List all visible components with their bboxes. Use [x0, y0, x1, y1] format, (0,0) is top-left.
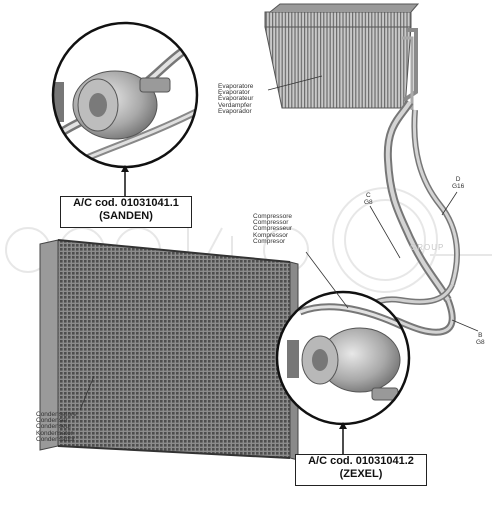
pipe-tag-b: B G8 [476, 332, 485, 346]
zexel-callout [275, 290, 411, 454]
pipe-tag-c: C G8 [364, 192, 373, 206]
refrigerant-pipes [355, 99, 460, 336]
watermark-sub: GROUP [410, 243, 445, 252]
evaporator-leader [267, 75, 323, 91]
sanden-code: A/C cod. 01031041.1 [73, 197, 179, 209]
sanden-callout [51, 21, 199, 196]
compressor-label: Compressore Compressor Compresseur Kompr… [253, 213, 293, 245]
pipe-tag-d: D G16 [452, 176, 465, 190]
pipe-d-leader [441, 191, 458, 216]
zexel-code: A/C cod. 01031041.2 [308, 455, 414, 467]
condenser-label: Condensatore Condenser Condenseur Konden… [36, 411, 77, 443]
sanden-brand: (SANDEN) [99, 210, 153, 222]
pipe-b-leader [451, 319, 479, 332]
evaporator [264, 3, 420, 110]
evaporator-label: Evaporatore Evaporator Évaporateur Verda… [218, 83, 254, 115]
leader-lines [79, 75, 479, 411]
zexel-brand: (ZEXEL) [339, 468, 383, 480]
pipe-c-leader [369, 205, 401, 259]
condenser [39, 239, 299, 461]
condenser-leader [79, 375, 95, 411]
zexel-code-box: A/C cod. 01031041.2 (ZEXEL) [295, 454, 427, 486]
compressor-leader [305, 251, 349, 309]
sanden-code-box: A/C cod. 01031041.1 (SANDEN) [60, 196, 192, 228]
